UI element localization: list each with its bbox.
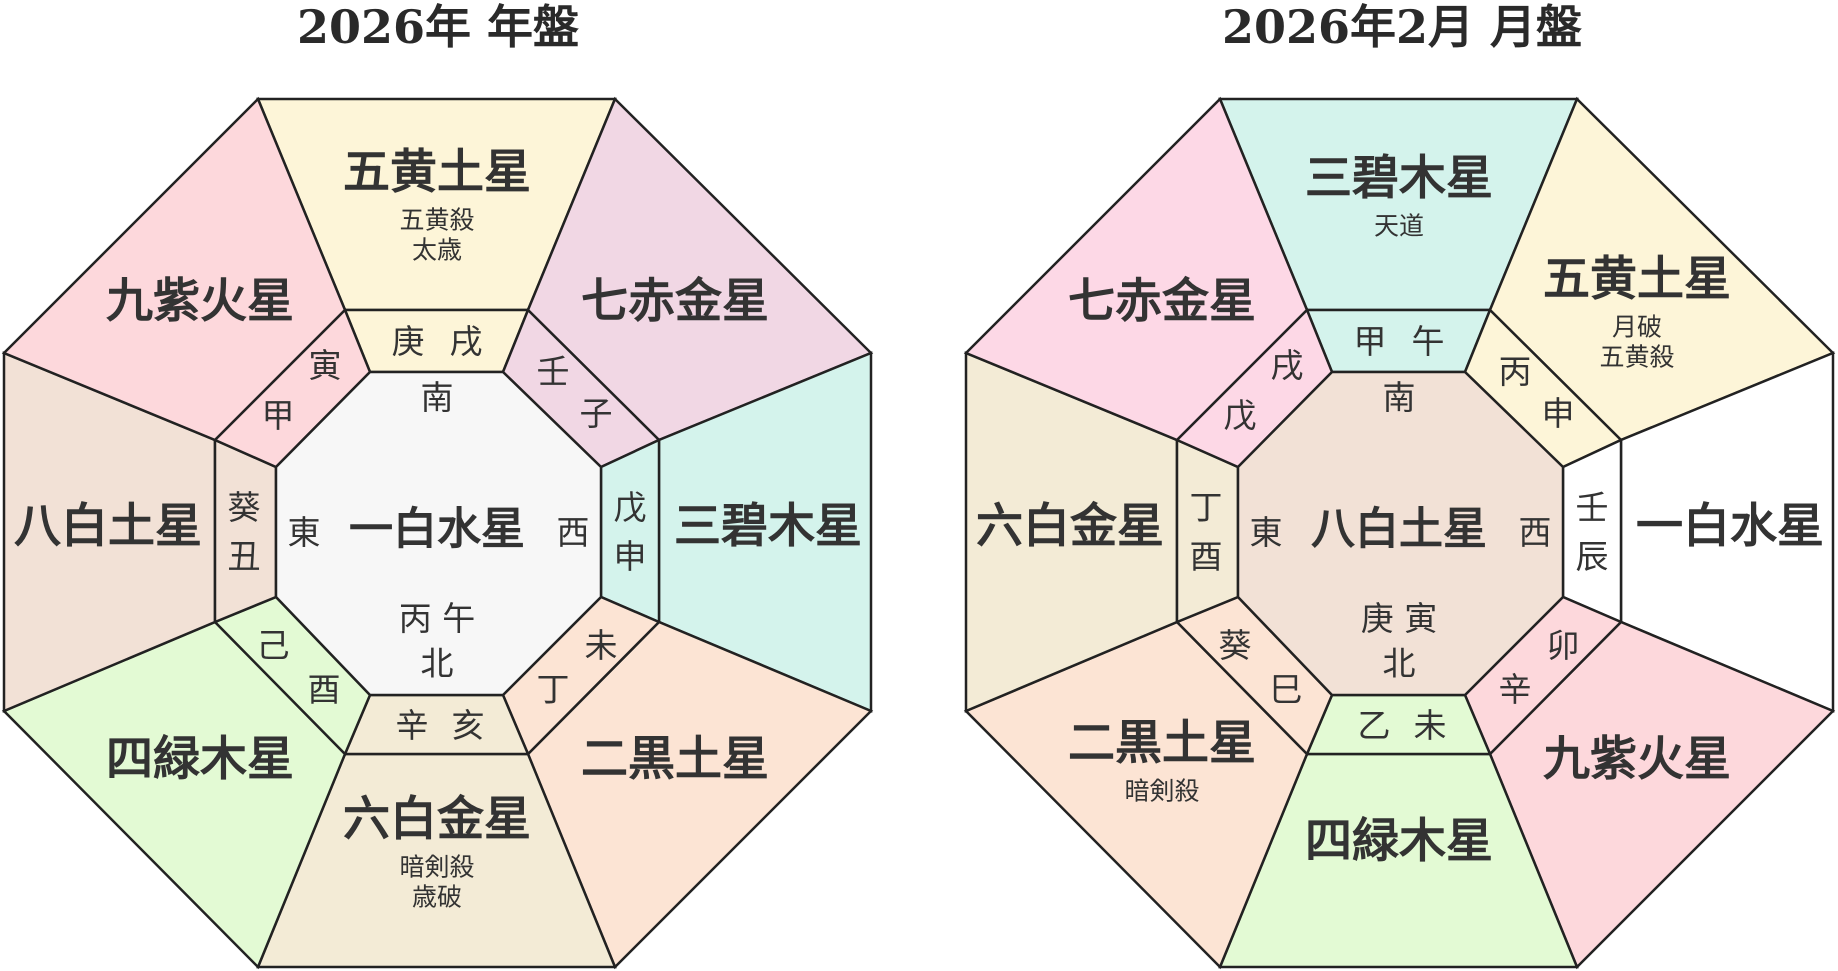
year-star-w: 八白土星 (14, 499, 202, 554)
month-center-direction: 北 (1383, 644, 1416, 683)
year-direction-right: 西 (557, 513, 590, 552)
month-ring-char-ne: 丙 (1499, 352, 1532, 391)
year-star-s: 六白金星 (343, 792, 531, 847)
year-center-direction: 北 (421, 644, 454, 683)
year-center-star: 一白水星 (349, 504, 525, 555)
month-ring-char-n: 甲 (1354, 322, 1387, 361)
year-chart-title: 2026年 年盤 (296, 0, 580, 54)
year-star-n: 五黄土星 (343, 145, 531, 200)
year-star-ne: 七赤金星 (581, 274, 769, 329)
month-ring-char-e: 辰 (1576, 537, 1609, 576)
month-ring-char-e: 壬 (1576, 488, 1609, 527)
year-ring-char-n: 庚 (392, 322, 425, 361)
year-ring-char-se: 未 (585, 626, 618, 665)
year-ring-char-sw: 己 (257, 626, 290, 665)
month-note-sw: 暗剣殺 (1124, 777, 1199, 806)
year-star-nw: 九紫火星 (106, 274, 294, 329)
month-ring-char-sw: 巳 (1270, 670, 1303, 709)
month-note-ne: 五黄殺 (1599, 343, 1674, 372)
year-note-s: 歳破 (412, 883, 462, 912)
year-star-se: 二黒土星 (581, 732, 769, 787)
year-star-e: 三碧木星 (674, 499, 862, 554)
month-ring-char-nw: 戊 (1224, 396, 1257, 435)
year-ring-n (343, 308, 530, 374)
year-ring-char-ne: 子 (580, 394, 613, 433)
month-star-ne: 五黄土星 (1543, 252, 1731, 307)
year-ring-w (213, 438, 278, 624)
year-ring-char-sw: 酉 (308, 670, 341, 709)
year-ring-e (599, 438, 661, 624)
year-ring-char-nw: 寅 (309, 346, 342, 385)
year-ring-char-ne: 壬 (537, 352, 570, 391)
month-ring-char-se: 卯 (1547, 626, 1580, 665)
month-ring-w (1175, 438, 1240, 624)
month-ring-char-ne: 申 (1542, 394, 1575, 433)
month-direction-left: 東 (1250, 513, 1283, 552)
month-ring-char-s: 未 (1414, 706, 1447, 745)
year-ring-char-se: 丁 (537, 670, 570, 709)
month-ring-char-w: 酉 (1190, 537, 1223, 576)
year-ring-char-s: 辛 (396, 706, 429, 745)
month-ring-char-sw: 葵 (1219, 626, 1252, 665)
year-ring-char-e: 申 (614, 537, 647, 576)
month-chart: 三碧木星天道甲午 五黄土星月破五黄殺 丙申一白水星壬辰九紫火星 卯辛四緑木星 乙未 二黒土… (963, 96, 1836, 970)
year-ring-char-w: 丑 (228, 537, 261, 576)
year-ring-char-n: 戌 (450, 322, 483, 361)
month-star-e: 一白水星 (1636, 499, 1824, 554)
year-ring-s (343, 693, 530, 756)
month-star-w: 六白金星 (976, 499, 1164, 554)
month-star-sw: 二黒土星 (1068, 716, 1256, 771)
year-ring-char-s: 亥 (452, 706, 485, 745)
year-ring-char-nw: 甲 (262, 396, 295, 435)
month-direction-right: 西 (1519, 513, 1552, 552)
month-ring-s (1305, 693, 1492, 756)
year-note-s: 暗剣殺 (399, 853, 474, 882)
month-star-se: 九紫火星 (1543, 732, 1731, 787)
month-chart-title: 2026年2月 月盤 (1221, 0, 1583, 54)
month-star-n: 三碧木星 (1305, 151, 1493, 206)
year-chart: 五黄土星五黄殺太歳庚戌 七赤金星壬子三碧木星戊申二黒土星 未丁六白金星暗剣殺歳破 辛亥… (1, 96, 874, 970)
month-ring-char-n: 午 (1412, 322, 1445, 361)
month-ring-e (1561, 438, 1623, 624)
year-center-cell (274, 370, 603, 697)
year-direction-top: 南 (421, 378, 454, 417)
year-direction-left: 東 (288, 513, 321, 552)
month-ring-char-se: 辛 (1499, 670, 1532, 709)
year-ring-char-e: 戊 (614, 488, 647, 527)
month-ring-n (1305, 308, 1492, 374)
year-star-sw: 四緑木星 (106, 732, 294, 787)
month-center-cell (1236, 370, 1565, 697)
year-note-n: 太歳 (412, 236, 462, 265)
month-ring-char-nw: 戌 (1271, 346, 1304, 385)
month-ring-char-s: 乙 (1358, 706, 1391, 745)
year-note-n: 五黄殺 (399, 206, 474, 235)
month-star-s: 四緑木星 (1305, 814, 1493, 869)
month-center-stems: 庚 寅 (1361, 599, 1438, 638)
month-star-nw: 七赤金星 (1068, 274, 1256, 329)
month-direction-top: 南 (1383, 378, 1416, 417)
month-ring-char-w: 丁 (1190, 488, 1223, 527)
month-note-n: 天道 (1374, 212, 1424, 241)
year-center-stems: 丙 午 (399, 599, 476, 638)
year-ring-char-w: 葵 (228, 488, 261, 527)
month-note-ne: 月破 (1612, 313, 1662, 342)
month-center-star: 八白土星 (1311, 504, 1487, 555)
